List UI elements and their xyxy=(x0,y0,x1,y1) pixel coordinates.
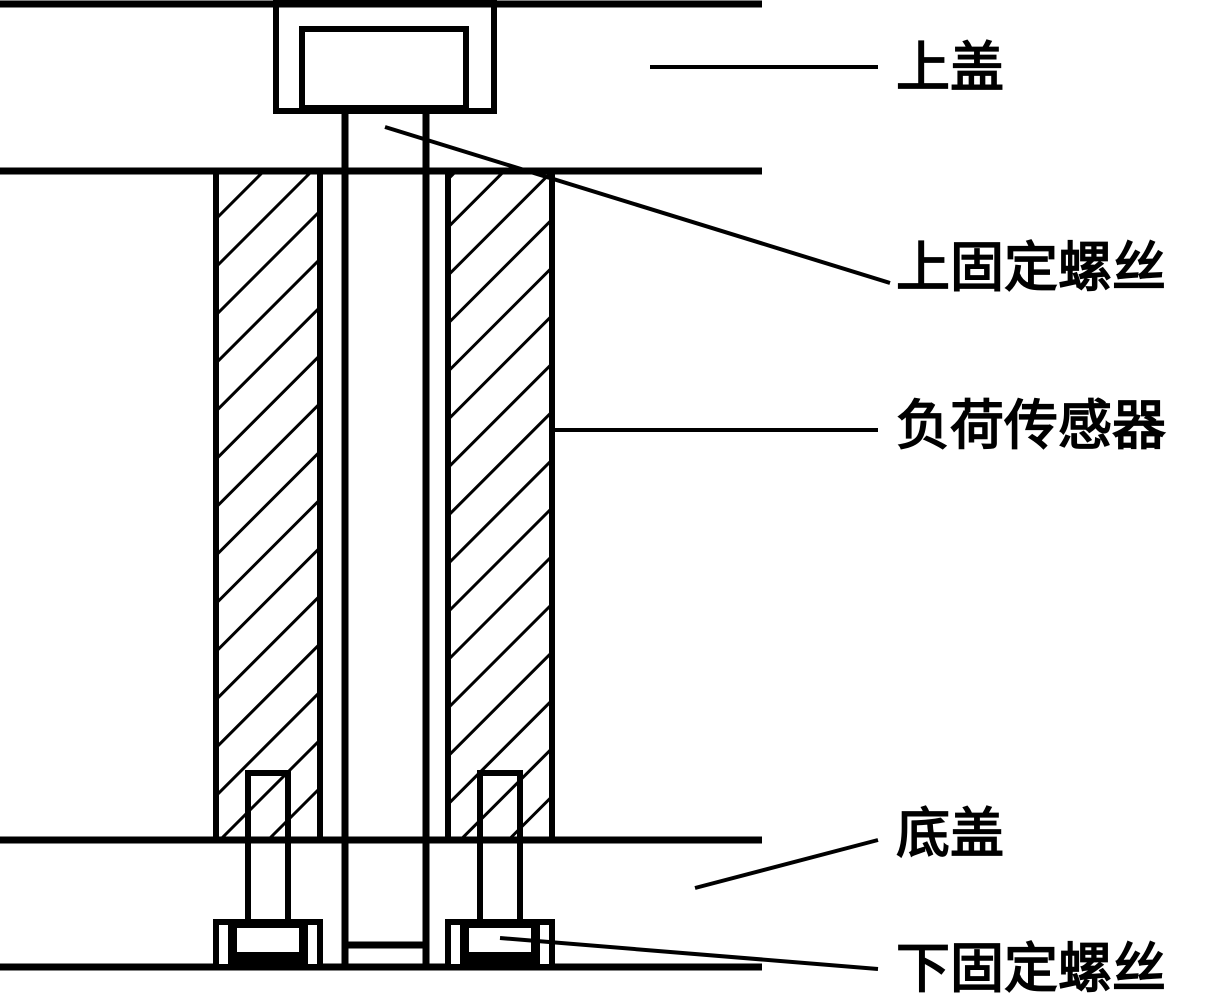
center-rod xyxy=(341,111,430,967)
load-sensor-left xyxy=(213,168,323,843)
leader-lower-screw xyxy=(499,936,879,971)
label-bottom-cover: 底盖 xyxy=(896,801,1004,865)
leader-upper-screw xyxy=(384,125,891,285)
load-sensor-right xyxy=(445,168,555,843)
lower-screw-shank-right xyxy=(477,770,523,928)
lower-screw-head-right xyxy=(445,919,555,970)
label-load-sensor: 负荷传感器 xyxy=(896,393,1166,457)
upper-screw-head xyxy=(270,0,500,114)
leader-bottom-cover xyxy=(694,838,879,890)
label-upper-screw: 上固定螺丝 xyxy=(896,235,1166,299)
label-lower-screw: 下固定螺丝 xyxy=(896,936,1166,1000)
label-top-cover: 上盖 xyxy=(896,35,1004,99)
lower-screw-shank-left xyxy=(245,770,291,928)
lower-screw-head-left xyxy=(213,919,323,970)
